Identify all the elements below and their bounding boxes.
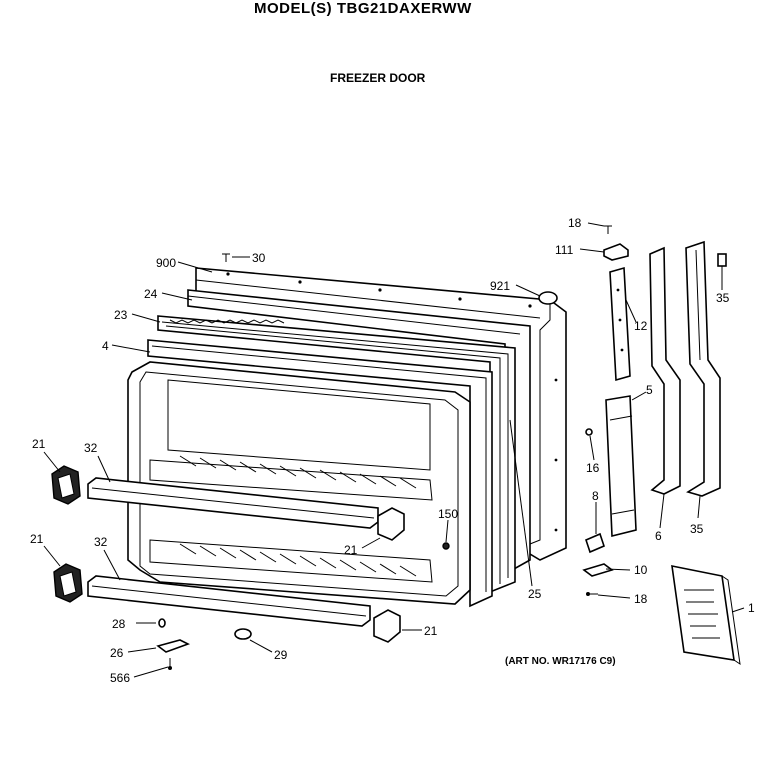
breaker-strip	[147, 339, 493, 608]
shelf-end-cap-left-upper	[51, 465, 81, 505]
bracket-26	[156, 639, 191, 653]
callout-35-bottom: 35	[690, 522, 704, 536]
bracket-111	[603, 243, 629, 261]
callout-10: 10	[634, 563, 648, 577]
callout-23: 23	[114, 308, 128, 322]
shelf-end-cap-right-upper	[377, 507, 405, 541]
callout-150: 150	[438, 507, 458, 521]
callout-1: 1	[748, 601, 755, 615]
model-title: MODEL(S) TBG21DAXERWW	[254, 0, 472, 17]
door-shelf-bar-lower	[87, 575, 371, 627]
screw-150	[442, 542, 450, 550]
leader-lines	[43, 222, 745, 678]
screw-16	[585, 428, 593, 436]
screw-30	[222, 253, 230, 262]
callout-25: 25	[528, 587, 542, 601]
clip-8	[585, 532, 605, 554]
bracket-10	[582, 563, 614, 577]
shelf-end-cap-right-lower	[373, 609, 401, 643]
callout-35-top: 35	[716, 291, 730, 305]
callout-16: 16	[586, 461, 600, 475]
callout-4: 4	[102, 339, 109, 353]
callout-12: 12	[634, 319, 648, 333]
callout-18-bottom: 18	[634, 592, 648, 606]
screw-566	[168, 658, 172, 670]
callout-921: 921	[490, 279, 510, 293]
callout-21-mid: 21	[344, 543, 358, 557]
callout-32-lower: 32	[94, 535, 108, 549]
callout-21-left-lower: 21	[30, 532, 44, 546]
section-title: FREEZER DOOR	[330, 71, 426, 85]
cap-35	[717, 253, 727, 267]
hinge-strip-12	[609, 266, 631, 382]
callout-26: 26	[110, 646, 124, 660]
callout-900: 900	[156, 256, 176, 270]
callout-24: 24	[144, 287, 158, 301]
door-liner	[127, 361, 471, 605]
art-number: (ART NO. WR17176 C9)	[505, 656, 616, 667]
callout-8: 8	[592, 489, 599, 503]
callout-566: 566	[110, 671, 130, 685]
callout-5: 5	[646, 383, 653, 397]
callout-28: 28	[112, 617, 126, 631]
handle-trim-35	[685, 240, 721, 497]
screw-18-bottom	[586, 592, 598, 596]
screw-18-top	[604, 225, 612, 234]
handle-6	[649, 246, 681, 495]
callout-6: 6	[655, 529, 662, 543]
callout-labels: 900 30 24 23 4 921 18 111 12 35 5 16 8 6…	[30, 216, 755, 685]
callout-21-left-upper: 21	[32, 437, 46, 451]
callout-21-right-lower: 21	[424, 624, 438, 638]
callout-30: 30	[252, 251, 266, 265]
callout-32-upper: 32	[84, 441, 98, 455]
manual-booklet-1	[671, 564, 741, 666]
shelf-end-cap-left-lower	[53, 563, 83, 603]
plug-29	[234, 628, 252, 640]
screw-28	[158, 618, 166, 628]
handle-bracket-5	[605, 395, 637, 538]
callout-18-top: 18	[568, 216, 582, 230]
callout-29: 29	[274, 648, 288, 662]
callout-111: 111	[555, 243, 574, 257]
